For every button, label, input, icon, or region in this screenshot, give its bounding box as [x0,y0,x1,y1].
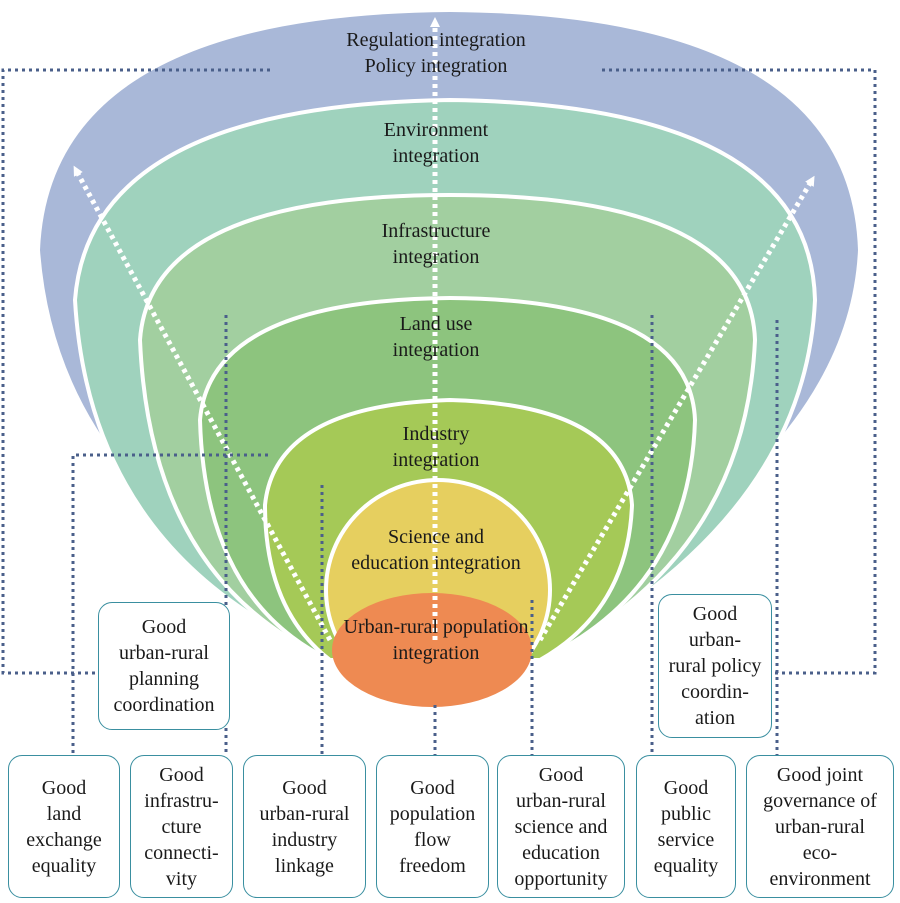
regulation-right-connector [602,68,877,675]
infrastructure-label: Infrastructure integration [381,220,491,268]
policy-box: Good urban- rural policy coordin- ation [658,594,772,738]
infra-box: Good infrastru- cture connecti- vity [130,755,233,898]
planning-box: Good urban-rural planning coordination [98,602,230,730]
left-arrow [73,165,333,642]
land-box: Good land exchange equality [8,755,120,898]
right-arrow [537,175,815,642]
population-box: Good population flow freedom [376,755,489,898]
regulation-label: Regulation integration Policy integratio… [346,29,526,77]
science-box: Good urban-rural science and education o… [497,755,625,898]
public-box: Good public service equality [636,755,736,898]
regulation-left-connector [1,68,270,675]
growth-arrows [73,17,815,642]
eco-box: Good joint governance of urban-rural eco… [746,755,894,898]
environment-label: Environment integration [383,119,489,167]
industry-box: Good urban-rural industry linkage [243,755,366,898]
industry-label: Industry integration [392,423,480,471]
science-label: Science and education integration [351,526,521,574]
land-connector [71,453,268,755]
population-layer [332,593,532,707]
landuse-label: Land use integration [392,313,480,361]
population-label: Urban-rural population integration [343,616,529,664]
